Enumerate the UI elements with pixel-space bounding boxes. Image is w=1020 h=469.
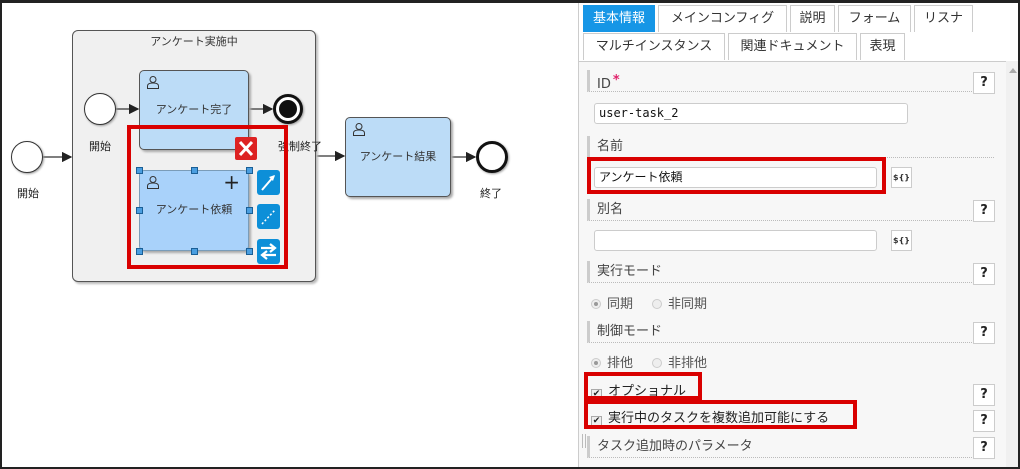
id-help-button[interactable]: ? xyxy=(973,72,995,94)
tab-form[interactable]: フォーム xyxy=(838,5,911,32)
task-add-params-help-button[interactable]: ? xyxy=(973,437,995,459)
plus-icon[interactable]: + xyxy=(223,170,240,194)
name-label: 名前 xyxy=(587,136,994,158)
highlight-box xyxy=(584,372,702,400)
name-input[interactable]: アンケート依頼 xyxy=(594,167,877,188)
task-complete[interactable]: アンケート完了 xyxy=(139,70,249,150)
end-event-label: 終了 xyxy=(480,187,502,200)
exec-mode-sync-radio[interactable]: 同期 xyxy=(591,293,633,312)
properties-panel: 基本情報 メインコンフィグ 説明 フォーム リスナ マルチインスタンス 関連ドキ… xyxy=(578,0,1020,469)
radio-label: 同期 xyxy=(607,297,634,312)
resize-handle[interactable] xyxy=(191,167,198,174)
tab-main-config[interactable]: メインコンフィグ xyxy=(658,5,787,32)
tab-listener[interactable]: リスナ xyxy=(914,5,973,32)
task-label: アンケート完了 xyxy=(155,103,233,116)
user-icon xyxy=(147,76,159,89)
control-mode-exclusive-radio[interactable]: 排他 xyxy=(591,352,633,371)
task-label: アンケート依頼 xyxy=(155,203,233,216)
tab-related-documents[interactable]: 関連ドキュメント xyxy=(728,33,857,60)
scrollbar[interactable] xyxy=(1006,61,1020,469)
highlight-box xyxy=(587,157,886,194)
control-mode-help-button[interactable]: ? xyxy=(973,322,995,344)
resize-handle[interactable] xyxy=(191,248,198,255)
required-mark: * xyxy=(612,73,620,88)
control-mode-nonexclusive-radio[interactable]: 非排他 xyxy=(652,352,707,371)
exec-mode-async-radio[interactable]: 非同期 xyxy=(652,293,707,312)
multi-add-help-button[interactable]: ? xyxy=(973,410,995,432)
resize-handle[interactable] xyxy=(246,167,253,174)
optional-help-button[interactable]: ? xyxy=(973,384,995,406)
id-input[interactable]: user-task_2 xyxy=(594,103,908,124)
radio-label: 排他 xyxy=(607,356,634,371)
start-event-label: 開始 xyxy=(17,187,39,200)
basic-info-form: ID* ? user-task_2 名前 アンケート依頼 ${} 別名 ? ${… xyxy=(579,61,1006,469)
alias-help-button[interactable]: ? xyxy=(973,200,995,222)
resize-handle[interactable] xyxy=(136,248,143,255)
name-expression-button[interactable]: ${} xyxy=(891,167,912,188)
radio-label: 非排他 xyxy=(668,356,708,371)
resize-handle[interactable] xyxy=(136,167,143,174)
subprocess-title: アンケート実施中 xyxy=(150,35,238,48)
inner-start-label: 開始 xyxy=(89,140,111,153)
task-result[interactable]: アンケート結果 xyxy=(345,117,451,197)
id-label-text: ID xyxy=(597,77,611,92)
delete-icon[interactable] xyxy=(235,137,257,160)
drag-handle[interactable] xyxy=(582,434,586,448)
tab-description[interactable]: 説明 xyxy=(790,5,835,32)
checkbox-label: 実行中のタスクを複数追加可能にする xyxy=(608,411,830,426)
sequence-flow-icon[interactable] xyxy=(257,170,280,195)
radio-label: 非同期 xyxy=(668,297,708,312)
association-icon[interactable] xyxy=(257,204,280,229)
resize-handle[interactable] xyxy=(246,248,253,255)
alias-input[interactable] xyxy=(594,230,877,251)
user-icon xyxy=(353,123,365,136)
alias-label: 別名 xyxy=(587,199,994,221)
end-event[interactable] xyxy=(476,141,508,173)
exec-mode-help-button[interactable]: ? xyxy=(973,263,995,285)
start-event[interactable] xyxy=(11,141,43,173)
swap-icon[interactable] xyxy=(257,239,280,264)
highlight-box xyxy=(127,125,288,269)
checkbox-label: オプショナル xyxy=(608,384,687,399)
tab-basic-info[interactable]: 基本情報 xyxy=(583,5,655,32)
task-add-params-label: タスク追加時のパラメータ xyxy=(587,436,994,458)
user-icon xyxy=(147,176,159,189)
alias-expression-button[interactable]: ${} xyxy=(891,230,912,251)
diagram-canvas[interactable]: 開始 アンケート実施中 開始 アンケート完了 強制終了 + アンケート依頼 アン… xyxy=(0,0,578,469)
scroll-up-icon[interactable] xyxy=(1009,68,1017,73)
tab-multi-instance[interactable]: マルチインスタンス xyxy=(583,33,725,60)
inner-flows xyxy=(116,103,274,115)
terminate-end-event[interactable] xyxy=(273,94,303,124)
resize-handle[interactable] xyxy=(246,207,253,214)
sequence-flows xyxy=(43,150,477,163)
id-label: ID* xyxy=(587,70,994,92)
task-label: アンケート結果 xyxy=(359,150,437,163)
highlight-box xyxy=(584,400,857,429)
terminate-end-label: 強制終了 xyxy=(278,140,322,153)
exec-mode-label: 実行モード xyxy=(587,261,994,283)
resize-handle[interactable] xyxy=(136,207,143,214)
control-mode-label: 制御モード xyxy=(587,321,994,343)
tab-expression[interactable]: 表現 xyxy=(860,33,905,60)
inner-start-event[interactable] xyxy=(84,93,116,125)
